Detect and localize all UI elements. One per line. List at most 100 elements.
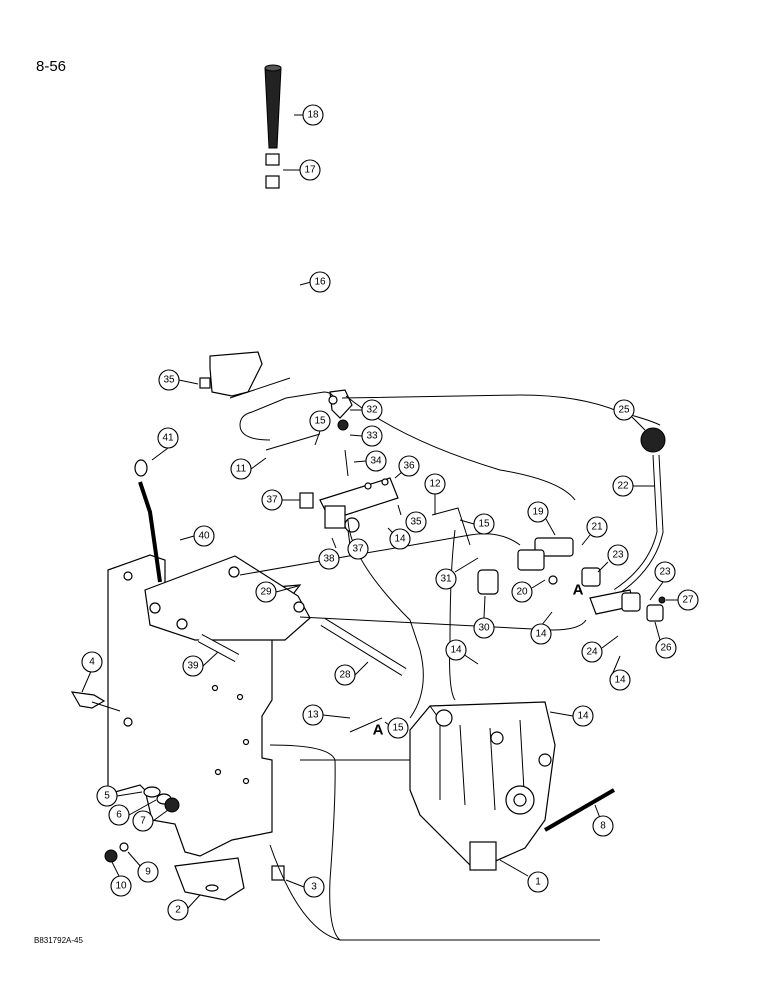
callout-40: 40 bbox=[179, 525, 215, 547]
callout-31: 31 bbox=[435, 557, 479, 590]
callout-12: 12 bbox=[424, 473, 446, 515]
callout-38: 38 bbox=[318, 537, 340, 570]
ball-joint bbox=[328, 389, 353, 477]
callout-8: 8 bbox=[592, 804, 614, 837]
svg-text:5: 5 bbox=[104, 791, 110, 802]
svg-text:28: 28 bbox=[339, 670, 351, 681]
callout-19: 19 bbox=[527, 501, 556, 536]
callout-1: 1 bbox=[499, 859, 549, 893]
callout-14-b: 14 bbox=[530, 611, 553, 645]
svg-text:8: 8 bbox=[600, 821, 606, 832]
svg-text:14: 14 bbox=[577, 711, 589, 722]
callout-41: 41 bbox=[151, 427, 179, 461]
callout-2: 2 bbox=[167, 894, 201, 921]
svg-text:33: 33 bbox=[366, 431, 378, 442]
callout-10: 10 bbox=[110, 861, 132, 897]
callout-15-a: 15 bbox=[309, 410, 331, 446]
section-marker-a: A bbox=[573, 582, 584, 599]
second-lever bbox=[581, 427, 666, 622]
svg-text:18: 18 bbox=[307, 110, 319, 121]
callout-14-a: 14 bbox=[387, 527, 411, 550]
callout-4: 4 bbox=[81, 651, 103, 693]
callout-11: 11 bbox=[230, 457, 267, 480]
svg-text:27: 27 bbox=[682, 595, 694, 606]
svg-text:25: 25 bbox=[618, 405, 630, 416]
spacer-tube bbox=[299, 492, 360, 533]
control-valve bbox=[409, 701, 556, 871]
control-handle-grip bbox=[264, 64, 282, 149]
callout-14-d: 14 bbox=[609, 655, 631, 691]
svg-text:14: 14 bbox=[535, 629, 547, 640]
svg-text:13: 13 bbox=[307, 710, 319, 721]
svg-text:21: 21 bbox=[591, 522, 603, 533]
callout-32: 32 bbox=[350, 399, 383, 421]
svg-text:11: 11 bbox=[236, 464, 247, 475]
washer-41 bbox=[134, 459, 148, 477]
callout-39: 39 bbox=[182, 651, 219, 677]
callout-22: 22 bbox=[612, 475, 655, 497]
lever-bushing bbox=[265, 153, 280, 189]
callout-9: 9 bbox=[127, 851, 159, 883]
svg-text:15: 15 bbox=[314, 416, 326, 427]
control-cable bbox=[138, 481, 162, 583]
svg-text:35: 35 bbox=[410, 517, 422, 528]
callout-17: 17 bbox=[283, 159, 321, 181]
callout-15-b: 15 bbox=[459, 513, 495, 535]
mounting-bolt bbox=[70, 691, 121, 712]
pivot-bracket bbox=[144, 555, 311, 641]
svg-text:24: 24 bbox=[586, 647, 598, 658]
svg-text:36: 36 bbox=[403, 461, 415, 472]
svg-text:22: 22 bbox=[617, 481, 629, 492]
svg-text:30: 30 bbox=[478, 623, 490, 634]
svg-text:7: 7 bbox=[140, 816, 146, 827]
link-rod bbox=[320, 618, 407, 676]
washers-and-nut bbox=[104, 786, 285, 881]
callout-23-b: 23 bbox=[649, 561, 676, 601]
svg-text:40: 40 bbox=[198, 531, 210, 542]
section-marker-a-lower: A bbox=[373, 722, 384, 739]
callout-18: 18 bbox=[294, 104, 324, 126]
svg-text:19: 19 bbox=[532, 507, 544, 518]
callout-28: 28 bbox=[334, 661, 369, 686]
svg-text:3: 3 bbox=[311, 882, 317, 893]
reference-lines bbox=[239, 391, 661, 941]
svg-text:2: 2 bbox=[175, 905, 181, 916]
callout-34: 34 bbox=[353, 450, 387, 472]
bottom-mount-bracket bbox=[174, 857, 245, 901]
callout-35-lower: 35 bbox=[397, 504, 427, 533]
svg-text:12: 12 bbox=[429, 479, 441, 490]
callout-37-lower: 37 bbox=[347, 529, 369, 560]
callout-6: 6 bbox=[108, 799, 157, 826]
svg-text:14: 14 bbox=[394, 534, 406, 545]
pivot-shaft bbox=[197, 634, 240, 662]
svg-text:26: 26 bbox=[660, 643, 672, 654]
svg-text:34: 34 bbox=[370, 456, 382, 467]
lever-hub bbox=[477, 537, 574, 595]
callout-25: 25 bbox=[613, 399, 646, 431]
callout-29: 29 bbox=[255, 581, 299, 603]
callout-27: 27 bbox=[666, 589, 699, 611]
svg-text:14: 14 bbox=[614, 675, 626, 686]
svg-text:20: 20 bbox=[516, 587, 528, 598]
svg-text:37: 37 bbox=[266, 495, 278, 506]
svg-text:16: 16 bbox=[314, 277, 326, 288]
svg-text:31: 31 bbox=[440, 574, 452, 585]
svg-text:37: 37 bbox=[352, 544, 364, 555]
callout-13: 13 bbox=[302, 704, 351, 726]
svg-text:41: 41 bbox=[162, 433, 174, 444]
callout-24: 24 bbox=[581, 635, 619, 663]
svg-text:9: 9 bbox=[145, 867, 151, 878]
callout-7: 7 bbox=[132, 809, 169, 832]
svg-text:32: 32 bbox=[366, 405, 378, 416]
long-bolt bbox=[543, 788, 616, 832]
svg-text:15: 15 bbox=[478, 519, 490, 530]
svg-text:23: 23 bbox=[612, 550, 624, 561]
callout-20: 20 bbox=[511, 579, 546, 603]
callout-3: 3 bbox=[285, 876, 325, 898]
callout-15-c: 15 bbox=[384, 717, 409, 739]
clevis-pin bbox=[265, 433, 471, 733]
svg-text:6: 6 bbox=[116, 810, 122, 821]
svg-text:17: 17 bbox=[304, 165, 316, 176]
